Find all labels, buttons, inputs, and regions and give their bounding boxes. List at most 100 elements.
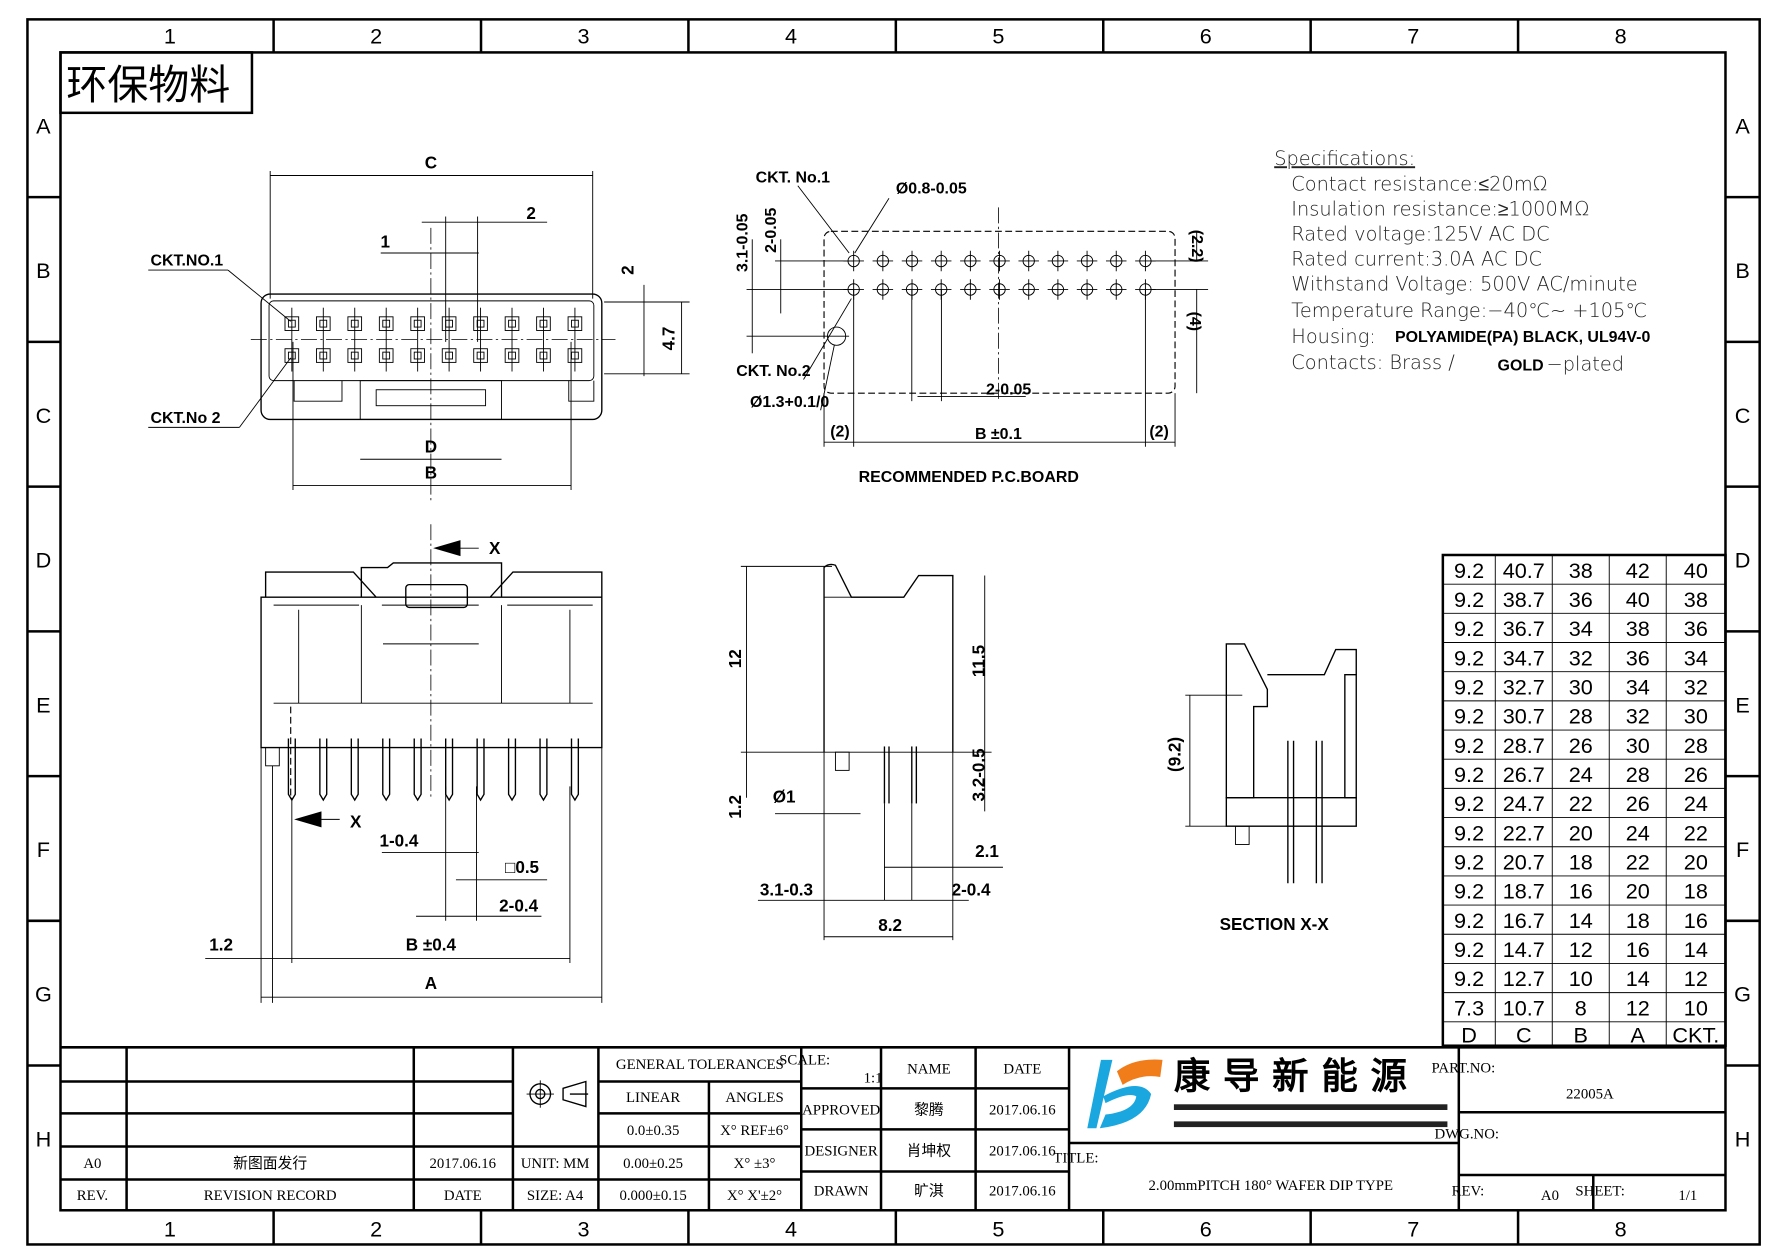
spec-contacts-label: Contacts: Brass / bbox=[1291, 351, 1455, 374]
dim-3-1: 3.1-0.05 bbox=[735, 213, 752, 272]
rev-header: REV. bbox=[77, 1188, 108, 1204]
zone-row-label: H bbox=[36, 1126, 52, 1151]
eco-stamp-box bbox=[59, 51, 254, 115]
pcb-layout-view: 3.1-0.05 2-0.05 CKT. No.1 Ø0.8-0.05 CKT.… bbox=[735, 169, 1209, 486]
table-cell: 36.7 bbox=[1503, 616, 1545, 641]
dip-pin bbox=[445, 738, 454, 802]
zone-row-label: G bbox=[1734, 982, 1751, 1007]
table-cell: 24.7 bbox=[1503, 791, 1545, 816]
hole-crosshair bbox=[930, 250, 952, 272]
table-cell: 38 bbox=[1569, 558, 1593, 583]
table-header-cell: D bbox=[1461, 1022, 1477, 1047]
rev-value: A0 bbox=[1541, 1188, 1559, 1204]
table-cell: 32 bbox=[1569, 645, 1593, 670]
spec-rated-voltage: Rated voltage:125V AC DC bbox=[1291, 222, 1549, 245]
table-cell: 36 bbox=[1569, 587, 1593, 612]
table-cell: 26.7 bbox=[1503, 762, 1545, 787]
table-cell: 9.2 bbox=[1454, 850, 1484, 875]
peg-diameter: Ø1.3+0.1/0 bbox=[750, 394, 829, 411]
table-cell: 12 bbox=[1684, 966, 1708, 991]
table-cell: 9.2 bbox=[1454, 966, 1484, 991]
table-cell: 30.7 bbox=[1503, 704, 1545, 729]
zone-column-label: 6 bbox=[1200, 1216, 1212, 1241]
table-cell: 24 bbox=[1684, 791, 1708, 816]
table-cell: 9.2 bbox=[1454, 616, 1484, 641]
table-cell: 26 bbox=[1569, 733, 1593, 758]
table-cell: 10.7 bbox=[1503, 995, 1545, 1020]
table-cell: 30 bbox=[1569, 674, 1593, 699]
table-cell: 38 bbox=[1626, 616, 1650, 641]
table-cell: 9.2 bbox=[1454, 762, 1484, 787]
hole-crosshair bbox=[901, 250, 923, 272]
table-cell: 34 bbox=[1684, 645, 1708, 670]
top-view: C B D 1 2 2 4.7 CKT.NO.1 CKT.No 2 bbox=[148, 154, 690, 502]
pcb-caption: RECOMMENDED P.C.BOARD bbox=[859, 469, 1079, 486]
zone-column-label: 3 bbox=[578, 23, 590, 48]
table-cell: 32.7 bbox=[1503, 674, 1545, 699]
zone-column-label: 8 bbox=[1615, 23, 1627, 48]
ckt-no1-label: CKT.NO.1 bbox=[151, 253, 224, 270]
pcb-margin-right: (2) bbox=[1149, 423, 1168, 440]
drawn-role: DRAWN bbox=[814, 1183, 869, 1199]
dip-pin bbox=[539, 738, 548, 802]
approved-date: 2017.06.16 bbox=[989, 1103, 1056, 1119]
table-cell: 9.2 bbox=[1454, 645, 1484, 670]
table-cell: 16 bbox=[1684, 908, 1708, 933]
approved-name: 黎腾 bbox=[914, 1102, 944, 1119]
zone-row-label: B bbox=[1735, 258, 1749, 283]
hole-crosshair bbox=[1047, 250, 1069, 272]
dim-11-5: 11.5 bbox=[970, 644, 989, 677]
zone-row-label: C bbox=[1735, 403, 1751, 428]
table-cell: 40.7 bbox=[1503, 558, 1545, 583]
approved-role: APPROVED bbox=[802, 1103, 880, 1119]
table-cell: 16 bbox=[1626, 937, 1650, 962]
zone-row-label: A bbox=[1735, 113, 1750, 138]
table-cell: 9.2 bbox=[1454, 558, 1484, 583]
name-header: NAME bbox=[907, 1062, 951, 1078]
table-cell: 9.2 bbox=[1454, 879, 1484, 904]
zone-column-label: 1 bbox=[164, 23, 176, 48]
table-cell: 20 bbox=[1569, 820, 1593, 845]
hole-crosshair bbox=[1018, 250, 1039, 272]
dim-2-2: (2.2) bbox=[1188, 230, 1205, 263]
revision-record-header: REVISION RECORD bbox=[204, 1188, 337, 1204]
dip-pin bbox=[382, 738, 391, 802]
table-cell: 9.2 bbox=[1454, 733, 1484, 758]
zone-column-label: 5 bbox=[992, 1216, 1004, 1241]
zone-column-label: 2 bbox=[370, 1216, 382, 1241]
dwg-no-label: DWG.NO: bbox=[1435, 1126, 1500, 1142]
front-view: X X 1.2 B ±0.4 A 1-0.4 □0.5 2-0.4 bbox=[205, 524, 603, 1003]
zone-column-label: 4 bbox=[785, 1216, 797, 1241]
table-cell: 26 bbox=[1684, 762, 1708, 787]
dim-2-row-pcb: 2-0.05 bbox=[763, 207, 780, 252]
dim-2-pitch: 2 bbox=[526, 204, 536, 223]
side-view: 12 11.5 1.2 3.2-0.5 Ø1 2.1 3.1-0.3 2-0.4… bbox=[726, 563, 1003, 941]
date-header-2: DATE bbox=[1003, 1062, 1041, 1078]
hole-crosshair bbox=[1018, 279, 1039, 300]
hole-crosshair bbox=[960, 279, 981, 300]
part-no-label: PART.NO: bbox=[1432, 1060, 1496, 1076]
table-frame bbox=[1441, 553, 1727, 1047]
scale-value: 1:1 bbox=[864, 1071, 883, 1087]
dim-4: (4) bbox=[1186, 312, 1203, 331]
table-cell: 28 bbox=[1684, 733, 1708, 758]
spec-housing-label: Housing: bbox=[1291, 325, 1376, 348]
table-cell: 36 bbox=[1626, 645, 1650, 670]
hole-crosshair bbox=[989, 279, 1010, 300]
projection-symbol-icon bbox=[526, 1080, 589, 1108]
dim-b-0-4: B ±0.4 bbox=[406, 935, 457, 954]
table-cell: 22 bbox=[1569, 791, 1593, 816]
angle-tol-1: X° REF±6° bbox=[720, 1123, 789, 1139]
zone-row-label: E bbox=[36, 692, 50, 717]
dim-1-2-front: 1.2 bbox=[209, 935, 233, 954]
hole-crosshair bbox=[989, 250, 1010, 272]
pcb-ckt-no2: CKT. No.2 bbox=[736, 363, 811, 380]
